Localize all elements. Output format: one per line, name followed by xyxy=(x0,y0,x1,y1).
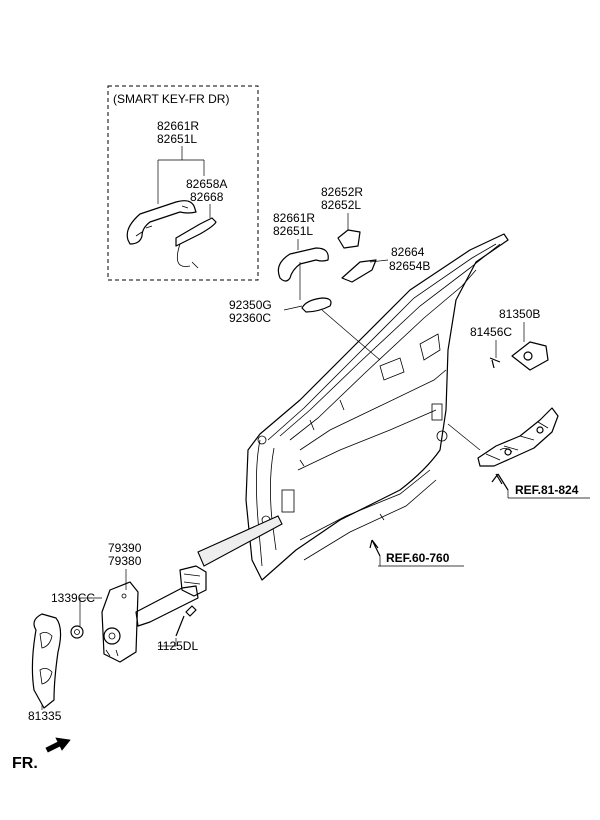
smart-handle-l-label: 82651L xyxy=(157,132,197,146)
front-arrow-icon xyxy=(45,737,71,753)
checker-b-label: 79380 xyxy=(108,554,142,568)
door-body xyxy=(245,233,509,581)
cap-b-label: 82654B xyxy=(389,259,430,273)
door-checker-part xyxy=(101,565,207,663)
smart-sensor-part xyxy=(175,217,217,247)
screw-part xyxy=(489,357,501,369)
bolt-label: 1125DL xyxy=(157,639,198,653)
pad-g-label: 92350G xyxy=(229,298,272,312)
cover-part xyxy=(337,229,361,249)
cap-part xyxy=(341,259,377,283)
pad-c-label: 92360C xyxy=(229,311,271,325)
smart-key-group: (SMART KEY-FR DR) 82661R 82651L 82658A 8… xyxy=(107,85,259,281)
nut-label: 1339CC xyxy=(51,591,95,605)
bolt-part xyxy=(175,605,197,637)
latch-assembly xyxy=(477,407,559,467)
handle-l-label: 82651L xyxy=(273,224,313,238)
wedge-indicator xyxy=(197,515,283,567)
nut-part xyxy=(70,625,84,639)
smart-handle-r-label: 82661R xyxy=(157,119,199,133)
ref-60-label: REF.60-760 xyxy=(386,551,450,565)
smart-sensor-b-label: 82668 xyxy=(190,190,224,204)
outside-handle-part xyxy=(277,247,329,282)
cover-l-label: 82652L xyxy=(321,198,361,212)
latch-bracket-part xyxy=(511,341,549,371)
smart-sensor-a-label: 82658A xyxy=(186,177,227,191)
ref-81-label: REF.81-824 xyxy=(515,483,579,497)
latch-label: 81350B xyxy=(499,307,540,321)
pad-part xyxy=(301,297,332,313)
cap-a-label: 82664 xyxy=(391,245,425,259)
handle-r-label: 82661R xyxy=(273,211,315,225)
striker-part xyxy=(31,613,62,709)
striker-label: 81335 xyxy=(28,709,62,723)
screw-label: 81456C xyxy=(470,325,512,339)
smart-key-box xyxy=(107,85,259,281)
smart-key-title: (SMART KEY-FR DR) xyxy=(113,92,229,106)
front-label: FR. xyxy=(12,755,38,772)
checker-a-label: 79390 xyxy=(108,541,142,555)
smart-handle-part xyxy=(126,200,197,245)
cover-r-label: 82652R xyxy=(321,185,363,199)
